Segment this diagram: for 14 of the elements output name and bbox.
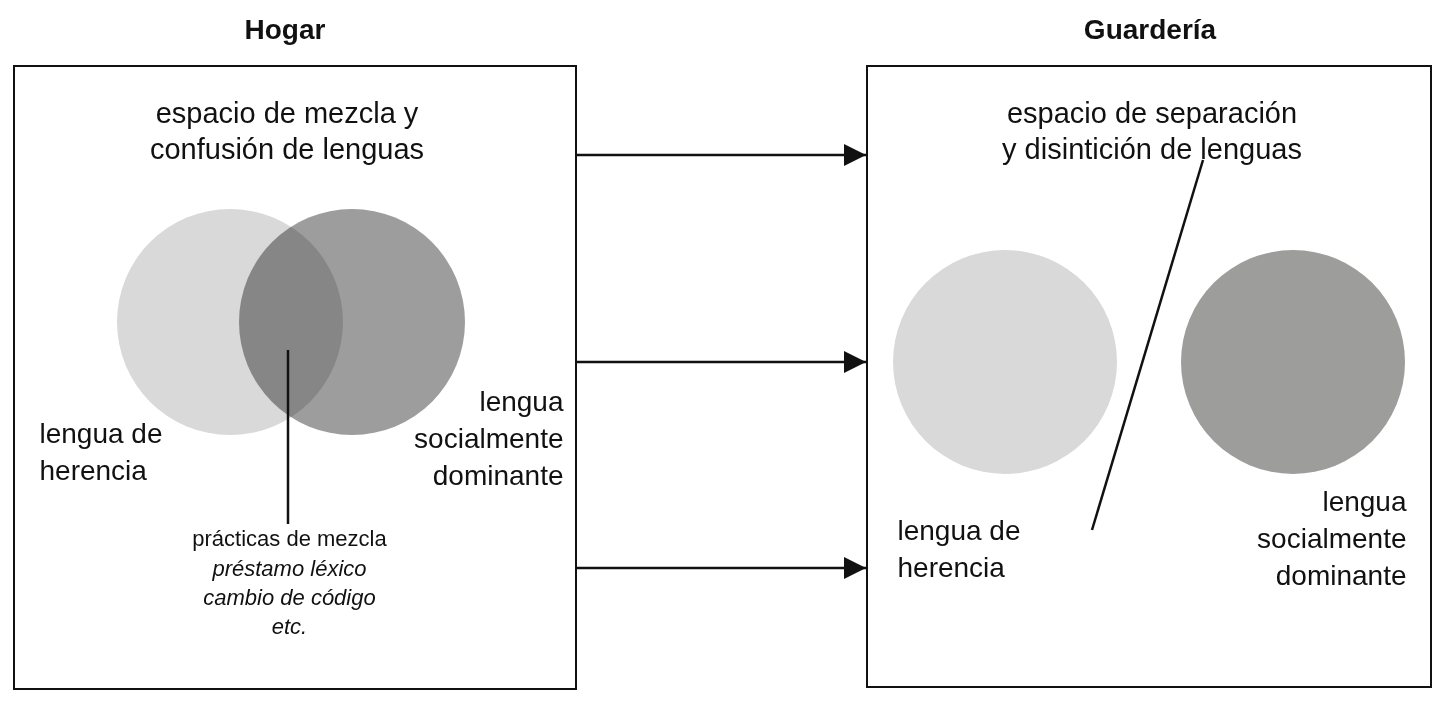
panel-subtitle: espacio de mezcla y confusión de lenguas (148, 96, 426, 167)
annotation-text: préstamo léxico cambio de código etc. (202, 554, 377, 641)
arrow (577, 556, 866, 580)
panel-subtitle: espacio de separación y disintición de lenguas (1001, 96, 1303, 167)
circle-label: lengua de herencia (897, 513, 1022, 585)
circle-label: lengua socialmente dominante (413, 384, 564, 493)
panel-heading: Guardería (1083, 14, 1217, 46)
panel-heading: Hogar (244, 14, 326, 46)
annotation-title: prácticas de mezcla (191, 524, 388, 553)
arrow (577, 143, 866, 167)
arrow (577, 350, 866, 374)
leader-line (286, 350, 290, 524)
circle-label: lengua de herencia (39, 416, 164, 488)
circle-label: lengua socialmente dominante (1256, 484, 1407, 593)
